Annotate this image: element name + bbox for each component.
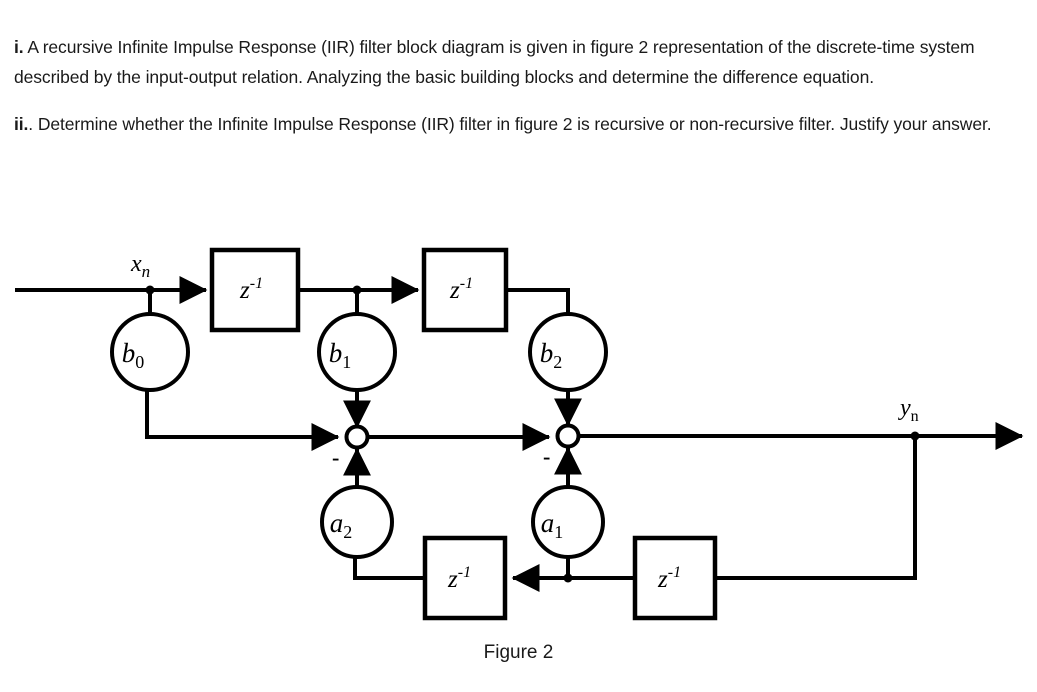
- summing-node-2-minus: -: [543, 444, 550, 469]
- delay-block-top-1: z-1: [209, 247, 301, 333]
- question-part-i-lead: i.: [14, 36, 24, 57]
- delay-block-bottom-1-label: z-1: [447, 564, 471, 593]
- delay-block-top-2: z-1: [421, 247, 509, 333]
- gain-b2-label: b2: [540, 338, 563, 372]
- delay2-to-b2-line: [506, 288, 570, 315]
- gain-b0-label: b0: [122, 338, 145, 372]
- gain-a2-label: a2: [330, 508, 353, 542]
- a2-input-path: [353, 557, 425, 580]
- delay-block-bottom-2-label: z-1: [657, 564, 681, 593]
- gain-circle-b0: b0: [110, 290, 190, 392]
- question-part-ii-text: . Determine whether the Infinite Impulse…: [28, 114, 992, 134]
- input-signal-base: x: [130, 251, 142, 277]
- b0-output-path: [145, 390, 340, 451]
- delay-block-top-1-label: z-1: [239, 275, 263, 304]
- gain-b1-label: b1: [329, 338, 352, 372]
- question-part-i: i. A recursive Infinite Impulse Response…: [14, 32, 1014, 92]
- gain-circle-b1: b1: [317, 290, 397, 392]
- input-signal-label: xn: [130, 251, 150, 281]
- input-signal-sub: n: [142, 262, 151, 281]
- output-signal-sub: n: [911, 408, 919, 425]
- gain-circle-b2: b2: [528, 312, 608, 392]
- delay-block-bottom-2: z-1: [632, 535, 718, 621]
- question-part-i-text: A recursive Infinite Impulse Response (I…: [14, 36, 980, 87]
- figure-caption: Figure 2: [483, 642, 554, 663]
- summing-node-1-minus: -: [332, 445, 339, 470]
- output-signal-label: yn: [898, 395, 919, 425]
- question-part-ii-lead: ii.: [14, 114, 29, 134]
- question-block: i. A recursive Infinite Impulse Response…: [14, 14, 1014, 157]
- gain-a1-label: a1: [541, 508, 564, 542]
- delay-block-top-2-label: z-1: [449, 275, 473, 304]
- output-line: [577, 422, 1024, 450]
- output-feedback-path: [715, 436, 917, 580]
- summing-node-1: -: [332, 424, 370, 470]
- figure-2-diagram: xn z-1 z-1 b: [0, 225, 1037, 645]
- summing-node-2: -: [543, 423, 581, 469]
- delay-block-bottom-1: z-1: [422, 535, 508, 621]
- question-part-ii: ii.. Determine whether the Infinite Impu…: [14, 109, 1014, 139]
- output-signal-base: y: [898, 395, 911, 421]
